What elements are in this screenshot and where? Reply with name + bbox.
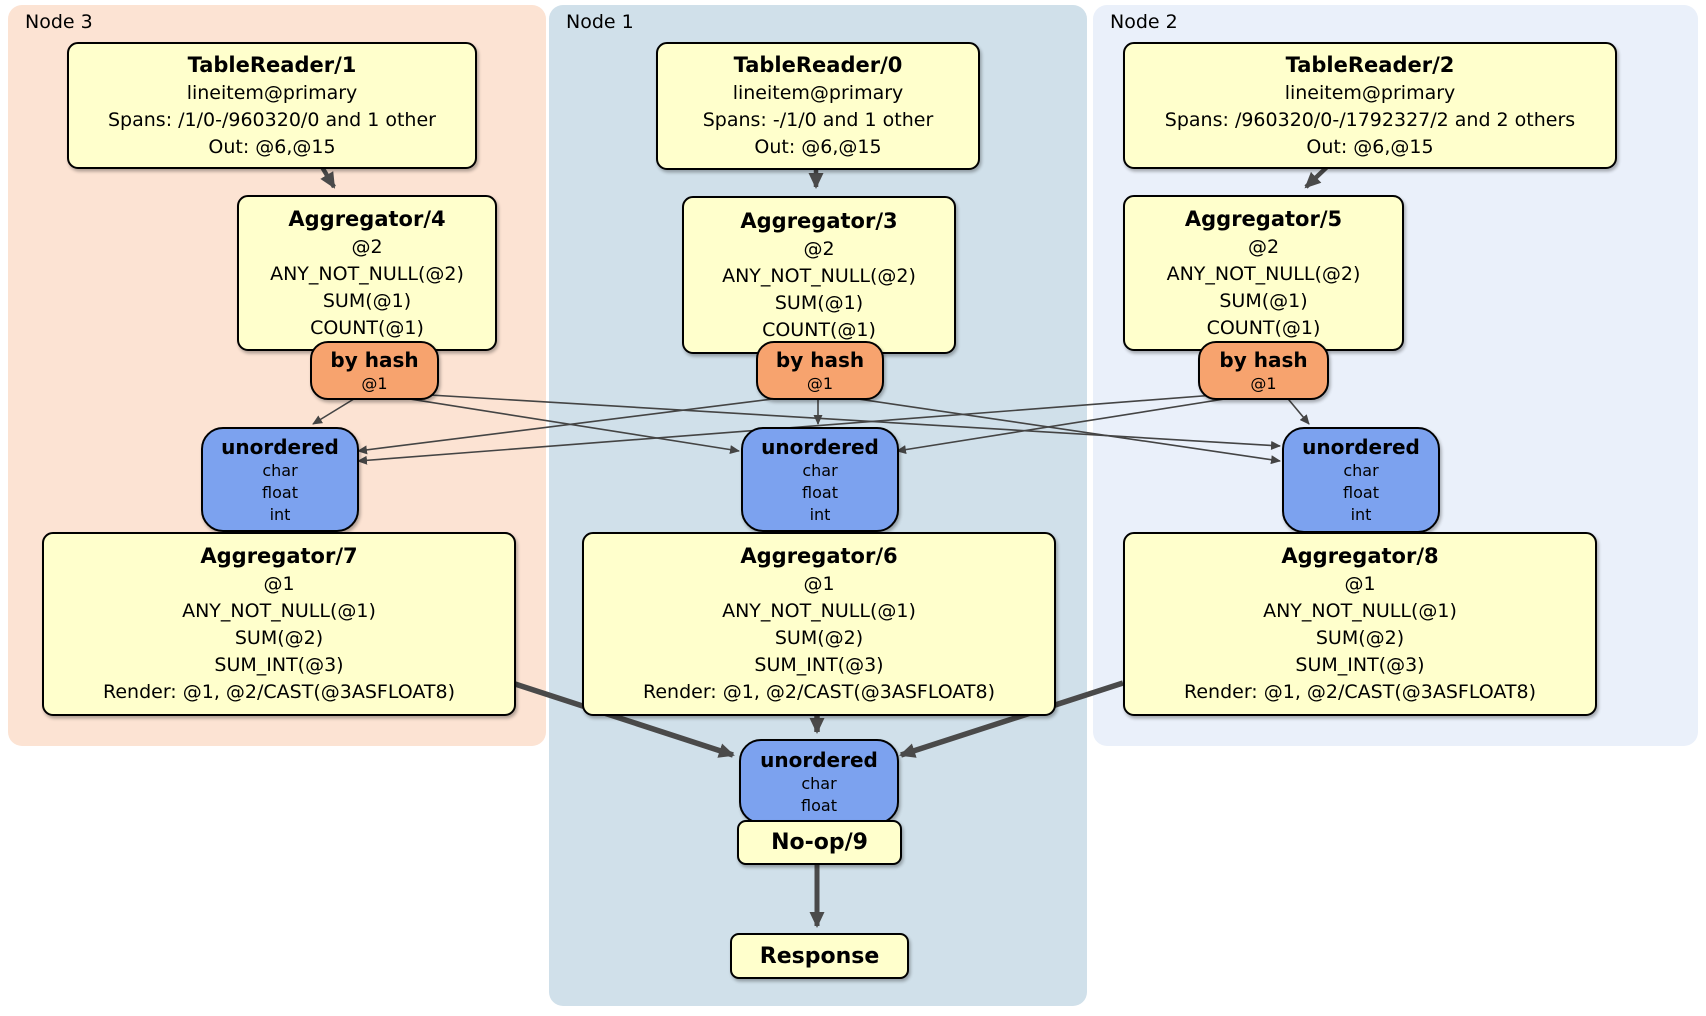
aggregator-8-group-col: @1 [1344,573,1376,595]
node1-hash-router: by hash @1 [756,341,884,400]
aggregator-8-fn3: SUM_INT(@3) [1295,654,1425,676]
router-to-sync-edges [312,391,1310,465]
node3-sync-type-2: float [262,482,298,502]
aggregator-4-box: Aggregator/4 @2 ANY_NOT_NULL(@2) SUM(@1)… [237,195,497,351]
node2-sync-type-1: char [1343,461,1379,480]
aggregator-8-title: Aggregator/8 [1281,544,1439,568]
node3-unordered-sync-title: unordered [221,434,339,459]
aggregator-8-fn2: SUM(@2) [1315,627,1405,649]
aggregator-4-title: Aggregator/4 [288,206,446,231]
aggregator-6-fn1: ANY_NOT_NULL(@1) [722,600,916,622]
aggregator-3-fn1: ANY_NOT_NULL(@2) [722,264,916,287]
node1-unordered-sync-title: unordered [761,434,879,459]
flow-arrows [320,165,1329,928]
tablereader-2-title: TableReader/2 [1285,52,1455,77]
tablereader-2-index: lineitem@primary [1284,81,1456,104]
node2-hash-router-title: by hash [1219,347,1308,372]
node1-sync-type-1: char [802,460,838,480]
aggregator-8-box: Aggregator/8 @1 ANY_NOT_NULL(@1) SUM(@2)… [1123,532,1597,716]
final-unordered-sync: unordered char float [739,739,899,824]
aggregator-6-title: Aggregator/6 [740,544,898,568]
node1-sync-type-3: int [809,504,831,524]
aggregator-5-group-col: @2 [1247,235,1280,258]
node2-sync-type-2: float [1343,483,1379,502]
final-sync-type-2: float [801,795,837,815]
aggregator-7-box: Aggregator/7 @1 ANY_NOT_NULL(@1) SUM(@2)… [42,532,516,716]
aggregator-6-fn2: SUM(@2) [774,627,864,649]
node1-unordered-sync: unordered char float int [741,427,899,532]
node3-sync-type-1: char [262,460,298,480]
aggregator-4-fn2: SUM(@1) [322,289,412,312]
aggregator-3-fn2: SUM(@1) [774,291,864,314]
tablereader-2-spans: Spans: /960320/0-/1792327/2 and 2 others [1164,108,1576,131]
aggregator-3-group-col: @2 [803,237,835,260]
tablereader-0-out: Out: @6,@15 [754,136,882,158]
aggregator-6-render: Render: @1, @2/CAST(@3ASFLOAT8) [643,681,995,703]
node3-hash-router-col: @1 [361,373,388,393]
node1-hash-router-col: @1 [806,373,834,393]
noop-9-title: No-op/9 [771,830,868,855]
node3-label: Node 3 [25,11,93,33]
tablereader-1-box: TableReader/1 lineitem@primary Spans: /1… [67,42,477,169]
aggregator-6-box: Aggregator/6 @1 ANY_NOT_NULL(@1) SUM(@2)… [582,532,1056,716]
tablereader-2-box: TableReader/2 lineitem@primary Spans: /9… [1123,42,1617,169]
final-unordered-sync-title: unordered [760,747,878,772]
node2-unordered-sync-title: unordered [1302,435,1420,459]
aggregator-8-fn1: ANY_NOT_NULL(@1) [1263,600,1457,622]
node3-sync-type-3: int [269,504,291,524]
tablereader-0-index: lineitem@primary [732,82,904,104]
aggregator-5-fn1: ANY_NOT_NULL(@2) [1166,262,1361,285]
noop-9-box: No-op/9 [737,820,902,865]
aggregator-5-title: Aggregator/5 [1184,206,1343,231]
node2-label: Node 2 [1110,11,1178,33]
aggregator-3-title: Aggregator/3 [740,208,898,233]
tablereader-1-title: TableReader/1 [187,52,357,77]
tablereader-2-out: Out: @6,@15 [1306,135,1434,158]
aggregator-6-fn3: SUM_INT(@3) [754,654,884,676]
final-sync-type-1: char [801,773,837,793]
aggregator-6-group-col: @1 [803,573,835,595]
tablereader-0-spans: Spans: -/1/0 and 1 other [702,109,934,131]
tablereader-0-box: TableReader/0 lineitem@primary Spans: -/… [656,42,980,170]
aggregator-4-group-col: @2 [351,235,383,258]
node2-sync-type-3: int [1350,505,1372,524]
aggregator-3-fn3: COUNT(@1) [762,318,876,341]
aggregator-5-fn3: COUNT(@1) [1206,316,1321,339]
node1-label: Node 1 [566,11,634,33]
aggregator-7-render: Render: @1, @2/CAST(@3ASFLOAT8) [103,681,455,703]
node3-hash-router-title: by hash [330,347,419,372]
aggregator-3-box: Aggregator/3 @2 ANY_NOT_NULL(@2) SUM(@1)… [682,196,956,354]
aggregator-8-render: Render: @1, @2/CAST(@3ASFLOAT8) [1184,681,1536,703]
tablereader-0-title: TableReader/0 [733,53,903,77]
tablereader-1-spans: Spans: /1/0-/960320/0 and 1 other [108,108,436,131]
aggregator-7-fn2: SUM(@2) [234,627,324,649]
aggregator-7-fn1: ANY_NOT_NULL(@1) [182,600,376,622]
node1-sync-type-2: float [802,482,838,502]
aggregator-7-fn3: SUM_INT(@3) [214,654,344,676]
aggregator-5-box: Aggregator/5 @2 ANY_NOT_NULL(@2) SUM(@1)… [1123,195,1404,351]
response-box: Response [730,933,909,979]
tablereader-1-out: Out: @6,@15 [208,135,336,158]
aggregator-5-fn2: SUM(@1) [1219,289,1308,312]
aggregator-4-fn1: ANY_NOT_NULL(@2) [270,262,464,285]
tablereader-1-index: lineitem@primary [186,81,358,104]
node3-hash-router: by hash @1 [310,341,439,400]
node2-hash-router-col: @1 [1250,373,1277,393]
response-title: Response [759,943,880,969]
node3-unordered-sync: unordered char float int [201,427,359,532]
node1-hash-router-title: by hash [775,347,865,372]
node2-hash-router: by hash @1 [1198,341,1329,400]
aggregator-7-title: Aggregator/7 [200,544,358,568]
aggregator-4-fn3: COUNT(@1) [310,316,424,339]
aggregator-7-group-col: @1 [263,573,295,595]
node2-unordered-sync: unordered char float int [1282,427,1440,533]
